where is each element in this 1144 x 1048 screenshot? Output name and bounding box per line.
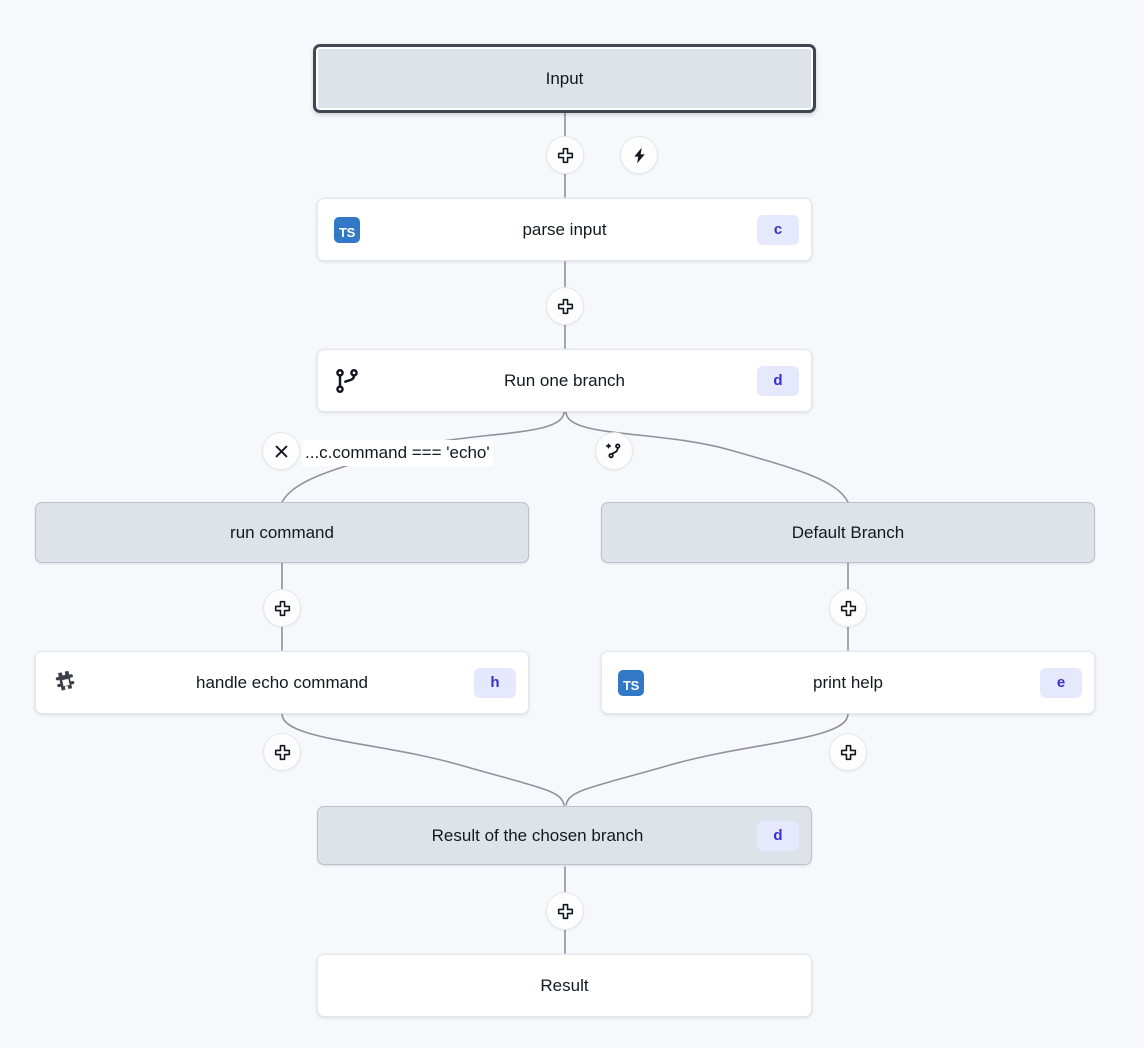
node-chosen-result-label: Result of the chosen branch	[431, 825, 644, 845]
node-print-help-label: print help	[813, 672, 883, 692]
add-step-button-print-help[interactable]	[829, 733, 867, 771]
git-branch-plus-icon	[604, 441, 624, 461]
node-handle-echo-command-badge[interactable]: h	[474, 667, 516, 698]
puzzle-icon	[50, 668, 80, 698]
node-run-command[interactable]: run command	[35, 502, 529, 563]
typescript-icon: TS	[616, 668, 646, 698]
close-icon	[273, 443, 290, 460]
node-parse-input[interactable]: TS parse input c	[317, 198, 812, 261]
branch-condition-label[interactable]: ...c.command === 'echo'	[302, 440, 493, 467]
node-run-command-label: run command	[230, 522, 334, 542]
edge-print-help-to-chosen-result	[565, 713, 849, 806]
add-step-button-handle-echo[interactable]	[263, 733, 301, 771]
node-default-branch[interactable]: Default Branch	[601, 502, 1095, 563]
node-parse-input-label: parse input	[522, 219, 607, 239]
lightning-icon	[630, 146, 649, 165]
add-step-button-run-command[interactable]	[263, 589, 301, 627]
node-input[interactable]: Input	[313, 44, 816, 113]
plus-icon	[556, 146, 575, 165]
node-run-one-branch[interactable]: Run one branch d	[317, 349, 812, 412]
add-branch-button[interactable]	[595, 432, 633, 470]
node-chosen-result-badge[interactable]: d	[757, 820, 799, 851]
plus-icon	[273, 743, 292, 762]
node-result-label: Result	[540, 975, 589, 995]
node-handle-echo-command-label: handle echo command	[195, 672, 368, 692]
node-run-one-branch-badge[interactable]: d	[757, 365, 799, 396]
add-step-button-chosen-result[interactable]	[546, 892, 584, 930]
node-result[interactable]: Result	[317, 954, 812, 1017]
node-input-label: Input	[545, 68, 584, 88]
edge-handle-echo-to-chosen-result	[281, 713, 565, 806]
plus-icon	[556, 297, 575, 316]
node-print-help-badge[interactable]: e	[1040, 667, 1082, 698]
node-handle-echo-command[interactable]: handle echo command h	[35, 651, 529, 714]
node-print-help[interactable]: TS print help e	[601, 651, 1095, 714]
node-run-one-branch-label: Run one branch	[504, 370, 625, 390]
node-chosen-result[interactable]: Result of the chosen branch d	[317, 806, 812, 865]
remove-branch-button[interactable]	[262, 432, 300, 470]
add-step-button-parse-input[interactable]	[546, 287, 584, 325]
plus-icon	[839, 743, 858, 762]
plus-icon	[273, 599, 292, 618]
typescript-icon: TS	[332, 215, 362, 245]
plus-icon	[556, 902, 575, 921]
plus-icon	[839, 599, 858, 618]
node-default-branch-label: Default Branch	[791, 522, 905, 542]
git-branch-icon	[332, 366, 362, 396]
add-trigger-button[interactable]	[620, 136, 658, 174]
add-step-button-default-branch[interactable]	[829, 589, 867, 627]
add-step-button-input[interactable]	[546, 136, 584, 174]
node-parse-input-badge[interactable]: c	[757, 214, 799, 245]
